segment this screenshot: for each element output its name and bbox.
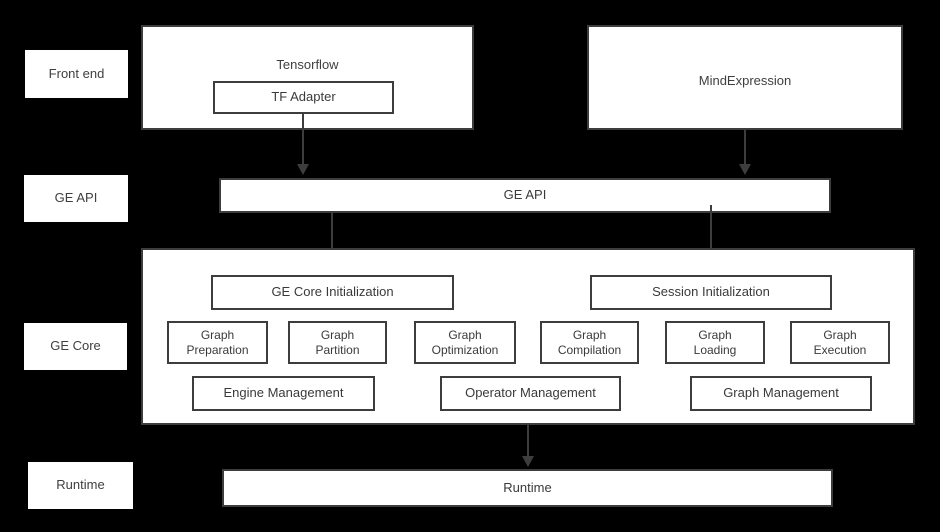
module-graph-compilation[interactable]: Graph Compilation bbox=[540, 321, 639, 364]
arrowhead-mindexpression-to-geapi bbox=[739, 164, 751, 175]
stage-label-front-end: Front end bbox=[25, 50, 128, 98]
module-graph-partition[interactable]: Graph Partition bbox=[288, 321, 387, 364]
mindexpression-title: MindExpression bbox=[698, 73, 792, 88]
arrowhead-gecore-to-runtime bbox=[522, 456, 534, 467]
tensorflow-container[interactable]: Tensorflow bbox=[141, 25, 474, 130]
module-graph-preparation[interactable]: Graph Preparation bbox=[167, 321, 268, 364]
module-graph-execution[interactable]: Graph Execution bbox=[790, 321, 890, 364]
connector-geapi-to-session-init bbox=[710, 205, 712, 259]
tensorflow-title: Tensorflow bbox=[276, 57, 339, 72]
module-graph-loading[interactable]: Graph Loading bbox=[665, 321, 765, 364]
manager-engine-management[interactable]: Engine Management bbox=[192, 376, 375, 411]
module-graph-optimization[interactable]: Graph Optimization bbox=[414, 321, 516, 364]
arrowhead-tfadapter-to-geapi bbox=[297, 164, 309, 175]
connector-geapi-to-gecore-init bbox=[331, 213, 333, 259]
ge-api-bar[interactable]: GE API bbox=[219, 178, 831, 213]
mindexpression-container[interactable]: MindExpression bbox=[587, 25, 903, 130]
manager-graph-management[interactable]: Graph Management bbox=[690, 376, 872, 411]
stage-label-ge-core: GE Core bbox=[24, 323, 127, 370]
session-initialization-box[interactable]: Session Initialization bbox=[590, 275, 832, 310]
connector-mindexpression-to-geapi bbox=[744, 130, 746, 166]
stage-label-runtime: Runtime bbox=[28, 462, 133, 509]
connector-gecore-to-runtime bbox=[527, 425, 529, 459]
ge-core-initialization-box[interactable]: GE Core Initialization bbox=[211, 275, 454, 310]
tf-adapter-box[interactable]: TF Adapter bbox=[213, 81, 394, 114]
connector-tfadapter-to-geapi bbox=[302, 114, 304, 166]
stage-label-ge-api: GE API bbox=[24, 175, 128, 222]
manager-operator-management[interactable]: Operator Management bbox=[440, 376, 621, 411]
runtime-bar[interactable]: Runtime bbox=[222, 469, 833, 507]
